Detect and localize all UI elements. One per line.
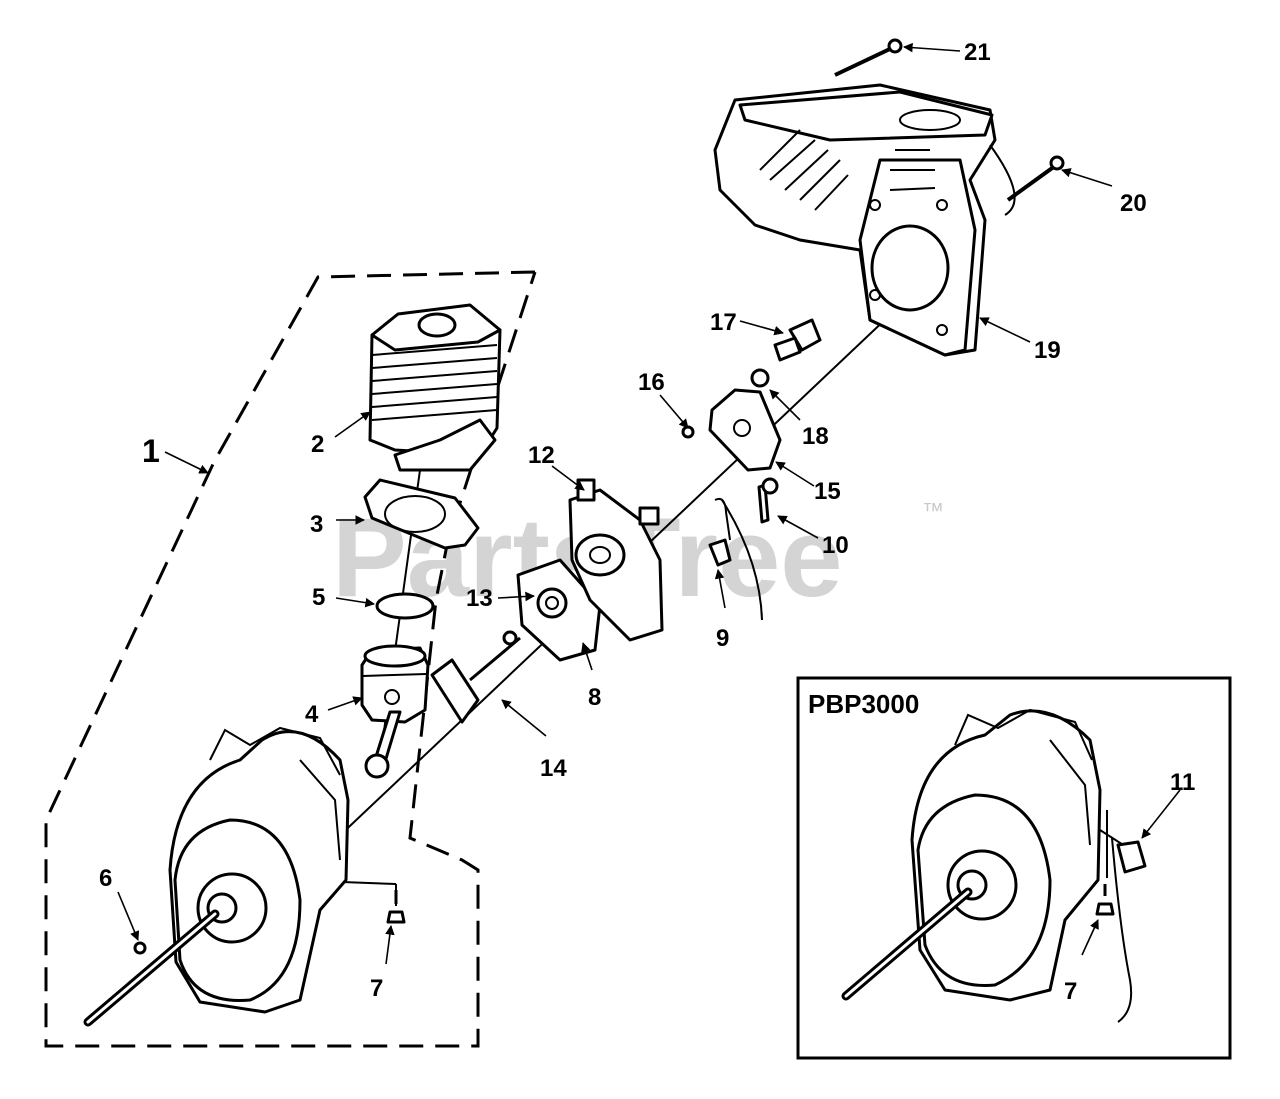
callout-21: 21 [964,39,991,66]
bearing-housing [568,478,664,642]
piston-ring [375,592,435,620]
screw-21 [834,38,903,77]
callout-10: 10 [822,532,849,559]
callout-15: 15 [814,478,841,505]
seal-plate [516,558,602,662]
inset-spark-plug-wire [1106,810,1147,1023]
callout-4: 4 [305,701,319,728]
callout-12: 12 [528,442,555,469]
callout-2: 2 [311,431,324,458]
callout-14: 14 [540,755,567,782]
inset-crankcase [910,708,1130,1002]
callouts: 1 2 3 4 5 6 7 8 9 10 12 13 14 15 16 17 1… [99,39,1147,1002]
screw-20 [1006,155,1065,202]
cylinder [368,303,502,472]
callout-9: 9 [716,625,729,652]
callout-3: 3 [310,511,323,538]
leader-arrows [117,42,1113,965]
spark-plug-boot [750,318,822,388]
screw-7 [386,890,406,924]
callout-18: 18 [802,423,829,450]
ignition-module [708,388,782,472]
crankcase [168,726,350,1014]
inset-pbp3000: PBP3000 11 7 [796,676,1232,1060]
inset-title: PBP3000 [808,689,919,719]
callout-7-inset: 7 [1064,978,1077,1005]
cylinder-gasket [363,478,480,550]
watermark-trademark: ™ [922,498,944,523]
callout-8: 8 [588,684,601,711]
piston-and-rod [360,644,430,779]
fan-housing [713,83,1016,357]
callout-5: 5 [312,584,325,611]
callout-7: 7 [370,975,383,1002]
callout-19: 19 [1034,337,1061,364]
callout-20: 20 [1120,190,1147,217]
callout-17: 17 [710,309,737,336]
wire-clip [681,425,779,621]
retaining-ring-6 [133,941,147,955]
callout-16: 16 [638,369,665,396]
callout-1: 1 [142,433,160,469]
callout-13: 13 [466,585,493,612]
short-block-boundary [44,270,537,1048]
crank-bearing-plate [430,630,521,724]
inset-screw-7 [1095,884,1115,916]
callout-6: 6 [99,865,112,892]
callout-11: 11 [1170,769,1195,796]
